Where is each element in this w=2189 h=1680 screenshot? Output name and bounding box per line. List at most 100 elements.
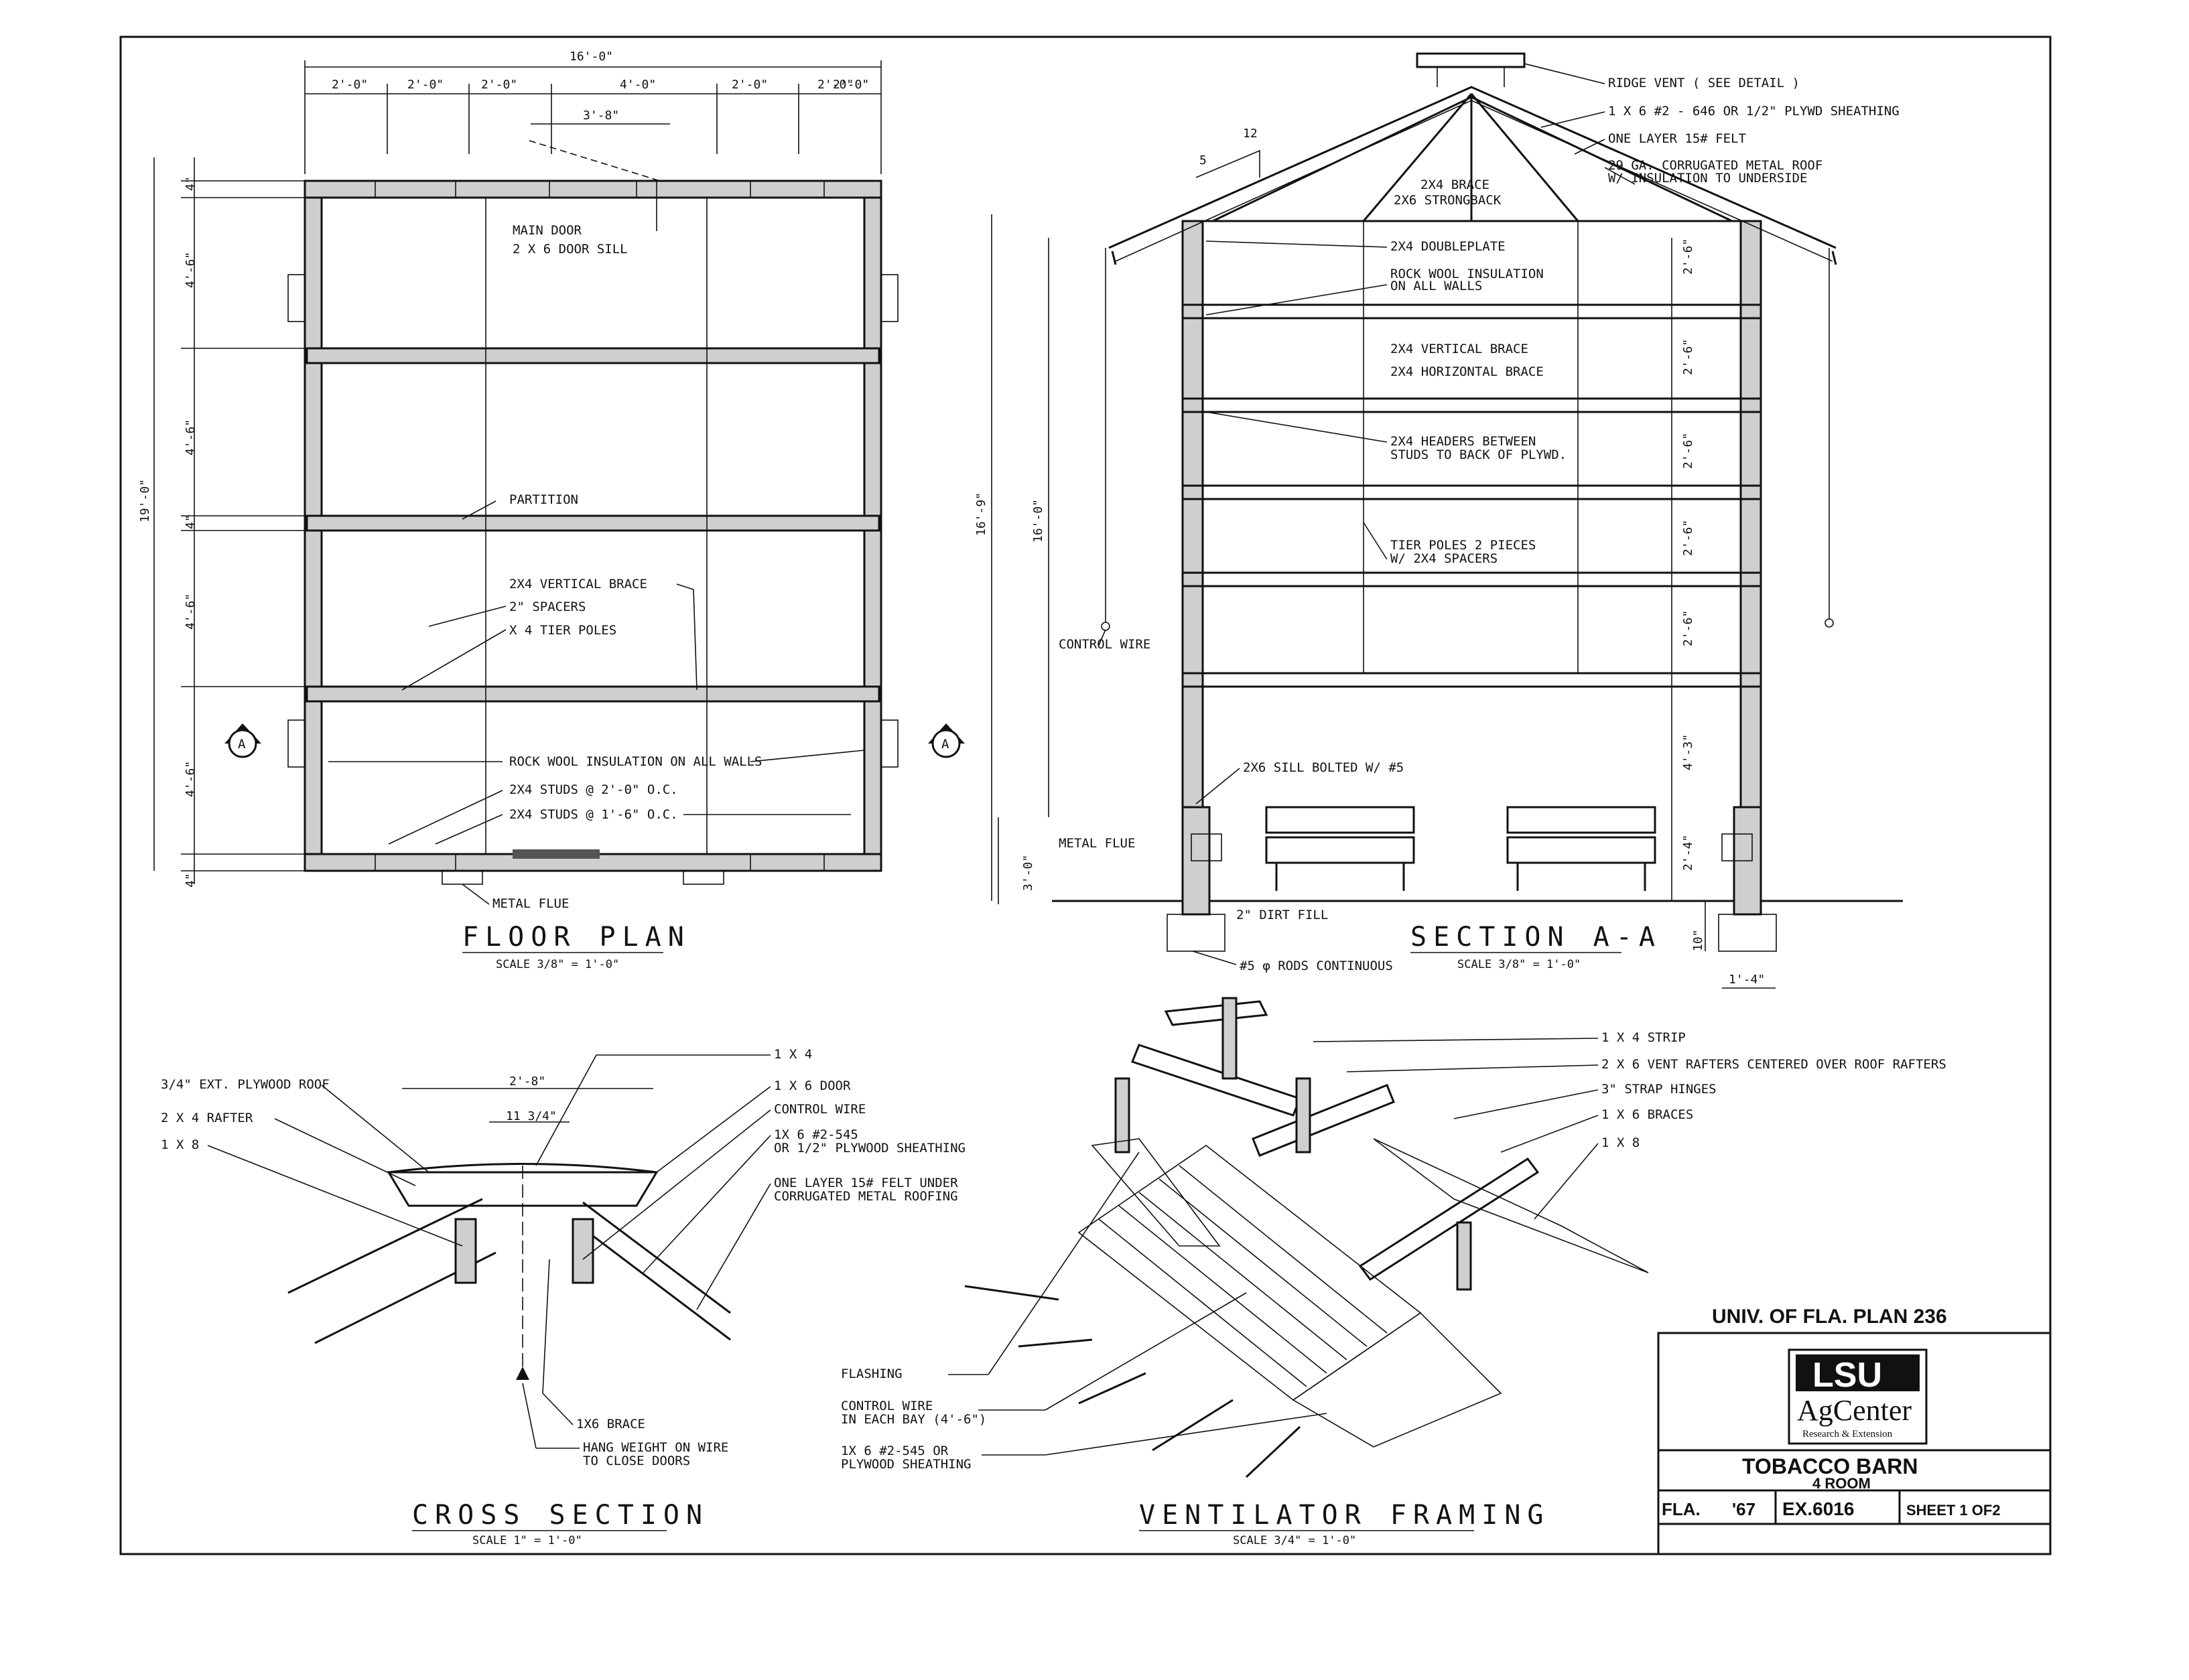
pitch-run: 12 xyxy=(1243,127,1258,141)
section-wall-height: 16'-0" xyxy=(1031,499,1045,543)
sheathing-label-vf-1: 1X 6 #2-545 OR xyxy=(841,1444,949,1458)
title-block: UNIV. OF FLA. PLAN 236 LSU AgCenter Rese… xyxy=(1657,1306,2052,1555)
plan-header: UNIV. OF FLA. PLAN 236 xyxy=(1712,1306,1947,1328)
control-wire-label-cs: CONTROL WIRE xyxy=(774,1102,866,1117)
tier-dim-6: 4'-3" xyxy=(1681,734,1695,770)
horizontal-brace-label: 2X4 HORIZONTAL BRACE xyxy=(1390,364,1544,379)
brace-label: 2X4 BRACE xyxy=(1420,178,1489,192)
side-dim-6: 4'-6" xyxy=(184,761,198,797)
felt-label: ONE LAYER 15# FELT xyxy=(1608,131,1746,146)
ventilator-framing-scale: SCALE 3/4" = 1'-0" xyxy=(1233,1534,1356,1547)
top-dim-5: 2'-0" xyxy=(732,78,768,92)
door-label-cs: 1 X 6 DOOR xyxy=(774,1078,851,1093)
sheathing-label-cs-2: OR 1/2" PLYWOOD SHEATHING xyxy=(774,1141,966,1156)
tier-poles-label-1: TIER POLES 2 PIECES xyxy=(1390,538,1536,553)
metal-roof-label-2: W/ INSULATION TO UNDERSIDE xyxy=(1608,171,1807,186)
ridge-vent-label: RIDGE VENT ( SEE DETAIL ) xyxy=(1608,76,1800,90)
sheathing-label-cs-1: 1X 6 #2-545 xyxy=(774,1127,858,1142)
tier-poles-label-2: W/ 2X4 SPACERS xyxy=(1390,551,1498,566)
side-dim-4: 4" xyxy=(184,514,198,529)
spacers-label: 2" SPACERS xyxy=(509,600,586,614)
hinges-label: 3" STRAP HINGES xyxy=(1601,1082,1717,1097)
headers-label-2: STUDS TO BACK OF PLYWD. xyxy=(1390,447,1567,462)
strip-label: 1 X 4 STRIP xyxy=(1601,1030,1686,1045)
section-marker-label-left: A xyxy=(238,737,246,752)
tier-dim-1: 2'-6" xyxy=(1681,238,1695,275)
metal-flue-label: METAL FLUE xyxy=(492,896,569,911)
cross-section-title: CROSS SECTION xyxy=(412,1500,709,1531)
top-dim-7: 2'-0" xyxy=(833,78,869,92)
side-dim-7: 4" xyxy=(184,873,198,888)
braces-label: 1 X 6 BRACES xyxy=(1601,1107,1693,1122)
overall-width: 16'-0" xyxy=(570,50,613,64)
drawing-subtitle: 4 ROOM xyxy=(1812,1475,1871,1492)
rock-wool-label-1: ROCK WOOL INSULATION xyxy=(1390,267,1544,281)
sheathing-label: 1 X 6 #2 - 646 OR 1/2" PLYWD SHEATHING xyxy=(1608,104,1900,119)
strongback-label: 2X6 STRONGBACK xyxy=(1394,193,1502,208)
logo-middle: AgCenter xyxy=(1797,1394,1912,1427)
cross-inner-dim: 11 3/4" xyxy=(506,1109,557,1123)
section-base: 3'-0" xyxy=(1021,855,1035,891)
footing-dim: 10" xyxy=(1691,929,1705,951)
floor-plan-title: FLOOR PLAN xyxy=(462,922,691,953)
logo-top: LSU xyxy=(1812,1356,1882,1395)
rafter-label: 2 X 4 RAFTER xyxy=(161,1111,253,1125)
top-dim-6: 2'-0" xyxy=(817,78,854,92)
drawing-title: TOBACCO BARN xyxy=(1742,1454,1918,1478)
top-dim-4: 4'-0" xyxy=(620,78,656,92)
control-wire-label-vf-1: CONTROL WIRE xyxy=(841,1399,933,1413)
metal-flue-label-aa: METAL FLUE xyxy=(1059,836,1135,851)
tier-dim-3: 2'-6" xyxy=(1681,433,1695,469)
ex-number-cell: EX.6016 xyxy=(1782,1498,1854,1519)
side-dim-5: 4'-6" xyxy=(184,593,198,630)
section-marker-right xyxy=(928,723,965,758)
side-dim-3: 4'-6" xyxy=(184,419,198,456)
sill-label: 2X6 SILL BOLTED W/ #5 xyxy=(1243,760,1404,775)
section-marker-label-right: A xyxy=(941,737,949,752)
rods-label: #5 φ RODS CONTINUOUS xyxy=(1240,959,1393,973)
studs-18-label: 2X4 STUDS @ 1'-6" O.C. xyxy=(509,807,678,822)
section-marker-left xyxy=(224,723,261,758)
main-door-label: MAIN DOOR xyxy=(513,223,582,238)
tier-poles-label: X 4 TIER POLES xyxy=(509,623,616,638)
one-by-eight-label-vf: 1 X 8 xyxy=(1601,1135,1640,1150)
cross-section-scale: SCALE 1" = 1'-0" xyxy=(472,1534,582,1547)
logo-bottom: Research & Extension xyxy=(1802,1429,1893,1440)
top-dim-1: 2'-0" xyxy=(332,78,368,92)
sheet-border xyxy=(119,36,2052,1555)
studs-24-label: 2X4 STUDS @ 2'-0" O.C. xyxy=(509,782,678,797)
section-aa-title: SECTION A-A xyxy=(1410,922,1662,953)
lsu-agcenter-logo: LSU AgCenter Research & Extension xyxy=(1788,1348,1928,1445)
footing-width-dim: 1'-4" xyxy=(1729,973,1765,987)
one-by-eight-label-cs: 1 X 8 xyxy=(161,1137,199,1152)
doubleplate-label: 2X4 DOUBLEPLATE xyxy=(1390,239,1506,254)
headers-label-1: 2X4 HEADERS BETWEEN xyxy=(1390,434,1536,449)
sheathing-label-vf-2: PLYWOOD SHEATHING xyxy=(841,1457,971,1472)
section-total-height: 16'-9" xyxy=(974,492,988,536)
one-by-four-label-cs: 1 X 4 xyxy=(774,1047,812,1062)
vertical-brace-label: 2X4 VERTICAL BRACE xyxy=(509,577,647,591)
brace-label-cs: 1X6 BRACE xyxy=(576,1417,645,1431)
door-sill-label: 2 X 6 DOOR SILL xyxy=(513,242,628,257)
weight-label-cs-2: TO CLOSE DOORS xyxy=(583,1454,690,1468)
partition-label: PARTITION xyxy=(509,492,578,507)
section-aa: 12 5 16'-9" 16'-0" 3'-0" 2'-6" 2'-6" 2' xyxy=(974,52,1903,989)
rock-wool-label-2: ON ALL WALLS xyxy=(1390,279,1482,293)
weight-label-cs-1: HANG WEIGHT ON WIRE xyxy=(583,1440,728,1455)
door-dim: 3'-8" xyxy=(583,109,619,123)
plywood-roof-label: 3/4" EXT. PLYWOOD ROOF xyxy=(161,1077,330,1092)
tier-dim-4: 2'-6" xyxy=(1681,520,1695,556)
felt-label-cs-1: ONE LAYER 15# FELT UNDER xyxy=(774,1176,958,1190)
sheet-cell: SHEET 1 OF2 xyxy=(1906,1502,2001,1519)
ventilator-framing: 1 X 4 STRIP 2 X 6 VENT RAFTERS CENTERED … xyxy=(841,997,1946,1547)
felt-label-cs-2: CORRUGATED METAL ROOFING xyxy=(774,1189,958,1204)
tier-dim-5: 2'-6" xyxy=(1681,610,1695,646)
vertical-brace-label-aa: 2X4 VERTICAL BRACE xyxy=(1390,342,1528,356)
side-dim-1: 4" xyxy=(184,176,198,191)
tier-dim-2: 2'-6" xyxy=(1681,339,1695,375)
state-cell: FLA. xyxy=(1662,1499,1701,1519)
metal-roof-label-1: 29 GA. CORRUGATED METAL ROOF xyxy=(1608,158,1822,173)
top-dim-3: 2'-0" xyxy=(481,78,517,92)
ventilator-framing-title: VENTILATOR FRAMING xyxy=(1139,1500,1550,1531)
